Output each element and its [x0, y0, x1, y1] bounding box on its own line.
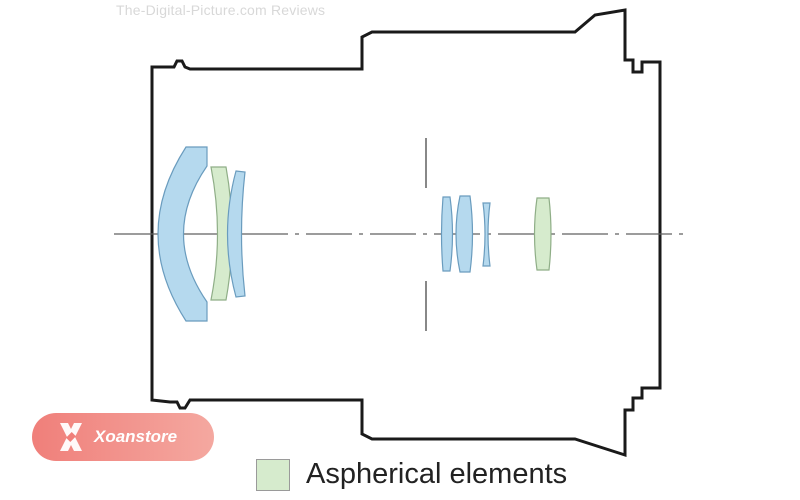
legend-swatch	[256, 458, 290, 491]
legend-label: Aspherical elements	[306, 458, 568, 490]
legend: Aspherical elements	[256, 458, 567, 491]
store-badge[interactable]: Xoanstore	[32, 413, 214, 461]
store-name: Xoanstore	[94, 427, 178, 446]
rear-element-2	[455, 195, 474, 273]
rear-element-1	[440, 196, 454, 272]
watermark-text: The-Digital-Picture.com Reviews	[116, 2, 326, 18]
rear-element-3	[482, 202, 491, 267]
rear-aspherical-element	[533, 197, 552, 271]
x-logo-icon	[60, 423, 82, 451]
lens-barrel-outline	[150, 8, 662, 458]
front-third-element	[226, 170, 246, 298]
front-meniscus-element	[157, 146, 208, 322]
